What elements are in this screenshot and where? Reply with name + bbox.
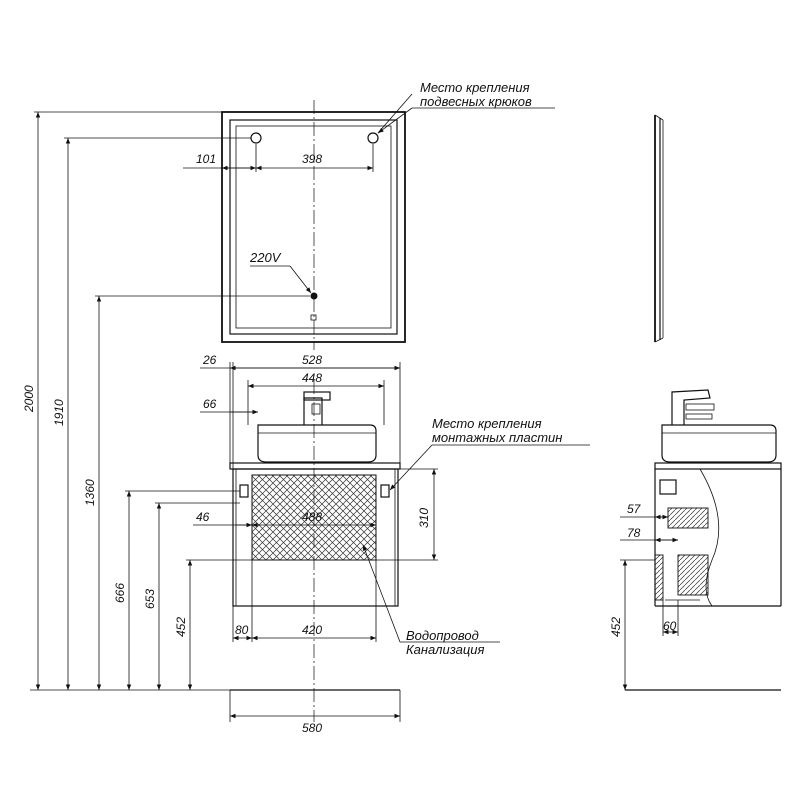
side-dims — [620, 514, 679, 690]
hooks-label-line1: Место крепления — [420, 80, 530, 95]
mirror-side-view — [654, 114, 664, 343]
power-label: 220V — [249, 250, 282, 265]
plates-label-line1: Место крепления — [432, 416, 542, 431]
dim-pipe-height: 452 — [174, 617, 188, 637]
dim-cut-width: 488 — [302, 510, 322, 524]
mirror-hook-dims — [183, 144, 374, 172]
dim-floor-width: 580 — [302, 721, 322, 735]
dim-top-overhang: 26 — [202, 353, 217, 367]
dim-basin-width: 448 — [302, 371, 322, 385]
dim-side-pipe-height: 452 — [609, 617, 623, 637]
vanity-top-dims — [200, 362, 401, 469]
mirror-hook-left — [250, 132, 262, 144]
floor-front — [229, 689, 401, 722]
dim-mirror-hook-spacing: 398 — [302, 152, 322, 166]
mirror-front-view — [221, 100, 406, 350]
dim-total-height: 2000 — [22, 385, 36, 413]
vanity-side-view — [625, 389, 782, 691]
hooks-label-line2: подвесных крюков — [420, 94, 532, 109]
dim-pipe-offset: 80 — [235, 623, 249, 637]
dim-cut-offset: 46 — [196, 510, 210, 524]
vanity-front-view — [229, 380, 401, 722]
dim-plate-height: 666 — [113, 583, 127, 603]
vanity-pipe-dims — [232, 560, 377, 642]
plates-label-line2: монтажных пластин — [432, 430, 562, 445]
dim-hook-height: 1910 — [52, 399, 66, 426]
hooks-leader — [377, 93, 555, 134]
dim-side-plate-depth: 57 — [627, 502, 642, 516]
height-dims — [30, 111, 310, 691]
mirror-hook-right — [367, 132, 379, 144]
dim-top-width: 528 — [302, 353, 322, 367]
dim-pipe-zone-width: 420 — [302, 623, 322, 637]
dim-mirror-hook-offset: 101 — [196, 152, 216, 166]
dim-plate-bottom-height: 653 — [143, 589, 157, 609]
power-leader — [250, 265, 312, 294]
plates-leader — [389, 444, 590, 491]
water-label-line2: Канализация — [406, 642, 484, 657]
water-label-line1: Водопровод — [406, 628, 479, 643]
water-leader — [362, 544, 500, 643]
dim-tap-offset: 66 — [203, 397, 217, 411]
vanity-cut-dims — [193, 468, 438, 561]
dim-side-pipe-depth: 78 — [627, 526, 641, 540]
dim-side-pipe-offset: 60 — [663, 619, 677, 633]
dim-cut-height: 310 — [417, 508, 431, 528]
dim-socket-height: 1360 — [83, 479, 97, 506]
power-socket-dot — [310, 292, 318, 300]
